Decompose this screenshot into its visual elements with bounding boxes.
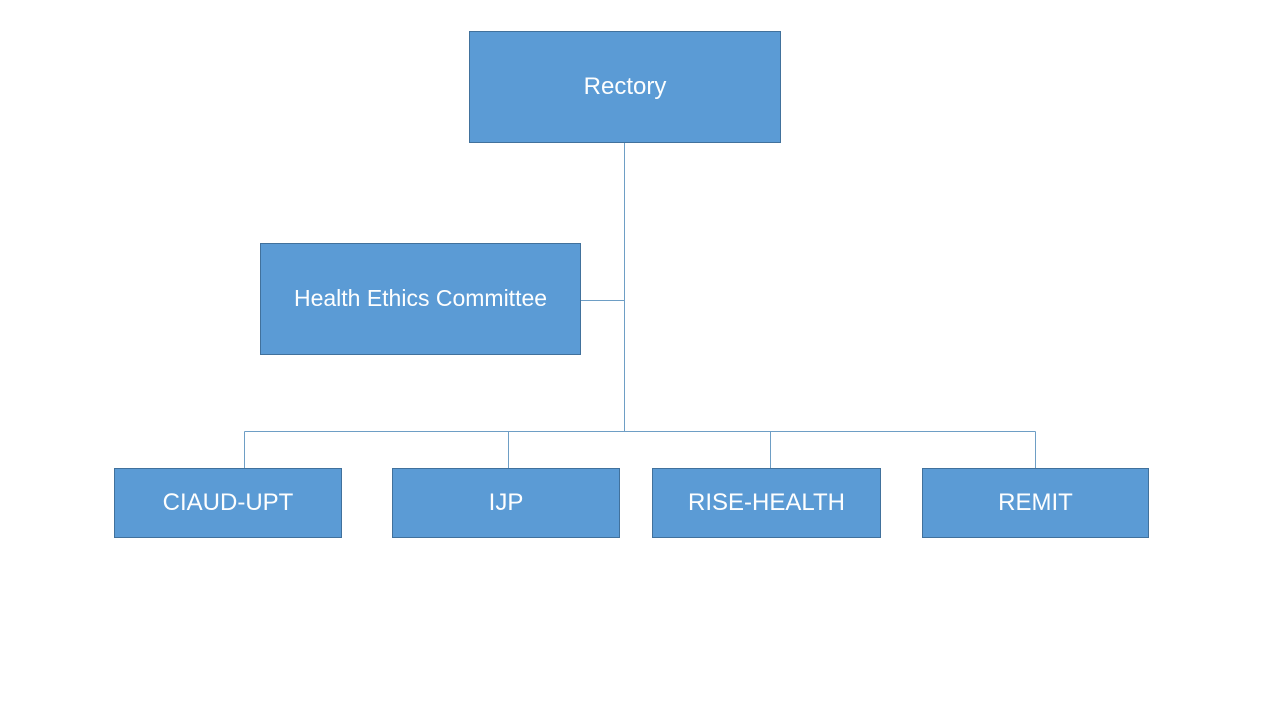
org-node-label: REMIT <box>998 488 1073 516</box>
org-node-label: IJP <box>488 488 524 516</box>
org-node-label: Rectory <box>583 72 667 100</box>
org-node-ijp[interactable]: IJP <box>392 468 620 538</box>
org-node-rectory[interactable]: Rectory <box>469 31 781 143</box>
org-node-label: CIAUD-UPT <box>162 488 294 516</box>
org-node-health-ethics-committee[interactable]: Health Ethics Committee <box>260 243 581 355</box>
org-node-remit[interactable]: REMIT <box>922 468 1149 538</box>
org-node-rise-health[interactable]: RISE-HEALTH <box>652 468 881 538</box>
org-node-label: Health Ethics Committee <box>293 285 548 312</box>
org-node-ciaud-upt[interactable]: CIAUD-UPT <box>114 468 342 538</box>
org-node-label: RISE-HEALTH <box>688 488 845 516</box>
